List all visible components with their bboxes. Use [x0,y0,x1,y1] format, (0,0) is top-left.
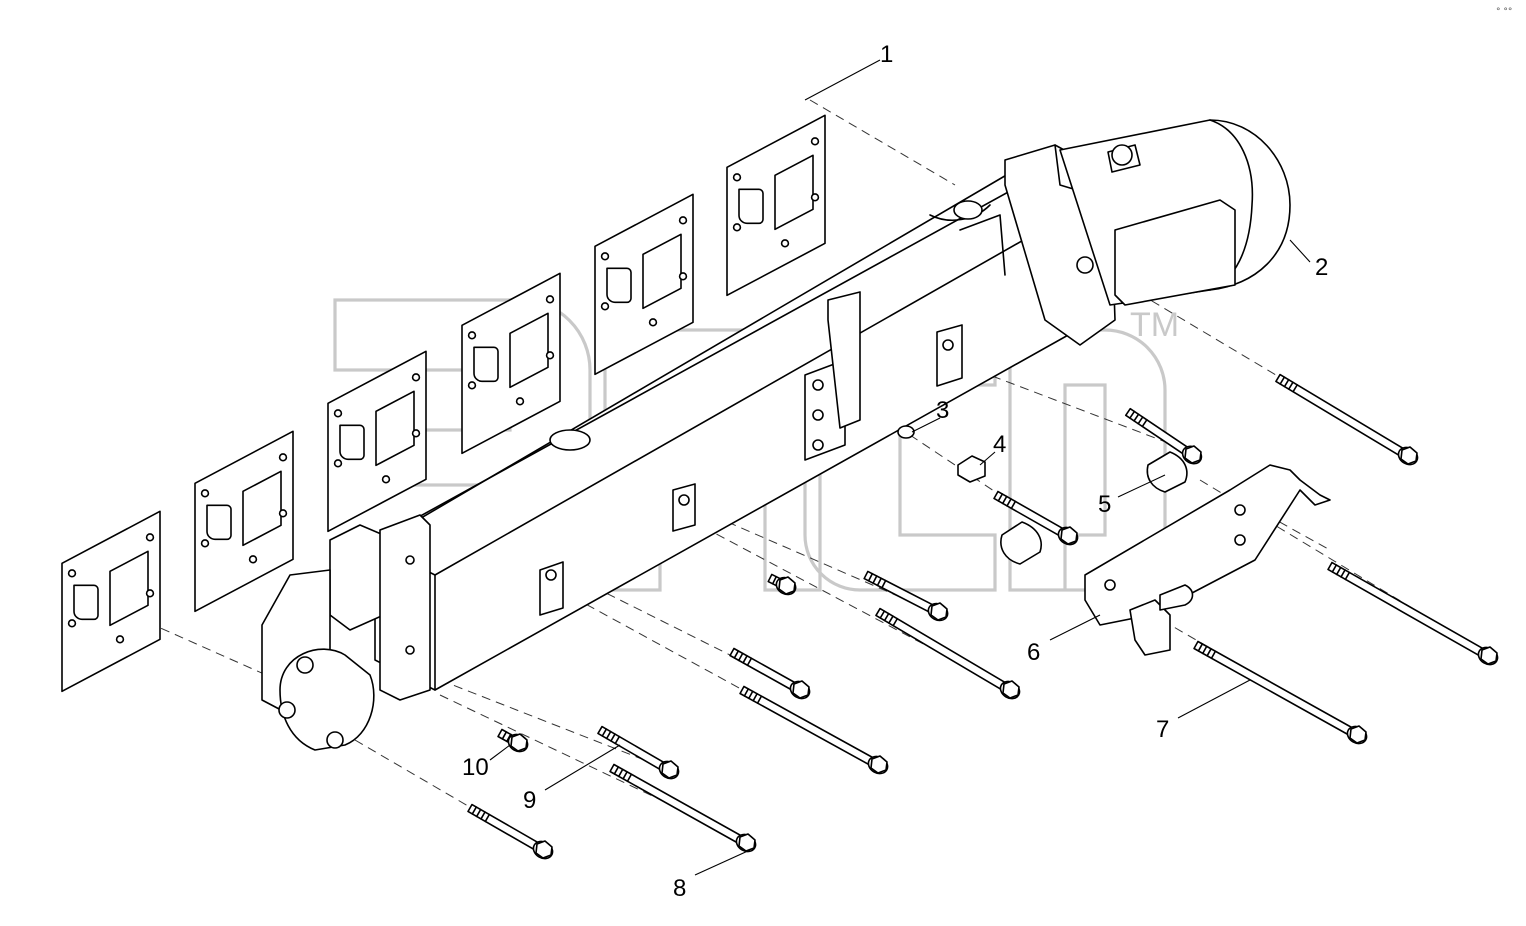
bolt [729,647,811,700]
bolt [1327,561,1499,666]
bolt [609,763,757,853]
gasket-plate [726,114,826,297]
gasket-plate [194,430,294,613]
gasket-plate [61,510,161,693]
leader-lines [489,59,1311,876]
spacer-item-5a [1146,451,1188,493]
watermark-trademark: TM [1130,306,1179,344]
bolt [767,573,797,596]
bolt [597,725,680,780]
gasket-plate [327,350,427,533]
callout-9: 9 [523,787,536,814]
bolt [1275,373,1419,466]
bracket [1084,464,1331,656]
callout-2: 2 [1315,254,1328,281]
corner-mark: ° °° [1496,7,1512,17]
callout-labels: 1 2 3 4 5 6 7 8 9 10 [462,41,1328,902]
bolt [497,728,529,753]
bolt [1124,407,1203,465]
bolt [875,607,1021,700]
callout-4: 4 [993,431,1006,458]
bolts [467,373,1499,860]
callout-3: 3 [936,397,949,424]
callout-1: 1 [880,41,893,68]
callout-7: 7 [1156,716,1169,743]
exhaust-manifold [261,119,1291,751]
small-parts [897,425,1188,565]
spacer-item-5b [1000,521,1042,565]
gasket-plate [594,193,694,376]
nut-item-4 [957,455,986,483]
gasket-set [61,114,826,693]
gasket-plate [461,272,561,455]
callout-6: 6 [1027,639,1040,666]
callout-8: 8 [673,875,686,902]
callout-10: 10 [462,754,489,781]
bolt [739,685,889,775]
bolt [467,803,554,860]
bolt [993,490,1079,546]
bolt [1193,640,1368,745]
callout-5: 5 [1098,491,1111,518]
washer-item-3 [897,425,915,439]
bolt [863,570,949,622]
